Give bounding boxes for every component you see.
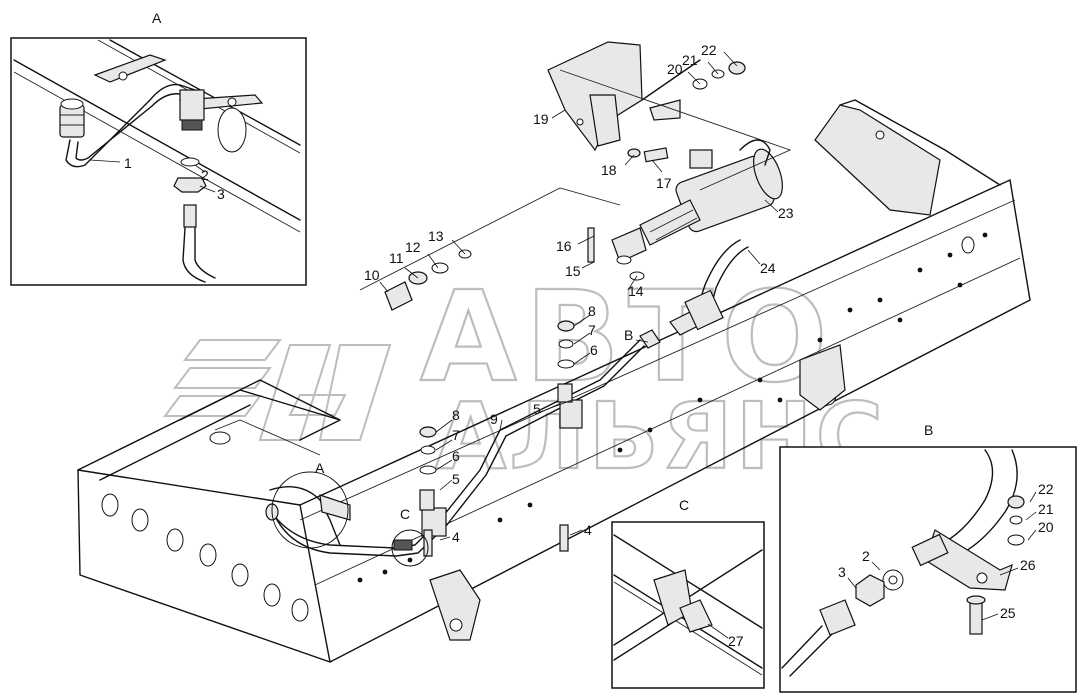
label-12: 12 — [405, 239, 421, 255]
label-8-b: 8 — [588, 303, 596, 319]
label-10: 10 — [364, 267, 380, 283]
label-18: 18 — [601, 162, 617, 178]
callout-c: C — [400, 506, 410, 522]
label-21: 21 — [682, 52, 698, 68]
main-labels: 4 4 5 5 6 6 7 7 8 8 9 10 11 12 13 14 15 … — [364, 42, 794, 545]
label-23: 23 — [778, 205, 794, 221]
main-leaders — [379, 51, 779, 541]
label-7-a: 7 — [452, 427, 460, 443]
watermark-logo — [163, 339, 392, 441]
side-holes — [357, 232, 988, 583]
view-b-label-25: 25 — [1000, 605, 1016, 621]
view-b-label-22: 22 — [1038, 481, 1054, 497]
label-9: 9 — [490, 411, 498, 427]
label-15: 15 — [565, 263, 581, 279]
view-b-panel: B 2 3 20 21 22 25 — [779, 422, 1077, 693]
view-b-label-21: 21 — [1038, 501, 1054, 517]
label-4-a: 4 — [452, 529, 460, 545]
main-callouts: A B C — [271, 327, 649, 567]
label-13: 13 — [428, 228, 444, 244]
label-19: 19 — [533, 111, 549, 127]
view-b-label-2: 2 — [862, 548, 870, 564]
view-a-panel: A 1 2 3 — [10, 10, 307, 286]
view-a-label-1: 1 — [124, 155, 132, 171]
label-20: 20 — [667, 61, 683, 77]
callout-b: B — [624, 327, 633, 343]
label-6-b: 6 — [590, 342, 598, 358]
view-b-label-26: 26 — [1020, 557, 1036, 573]
label-5-a: 5 — [452, 471, 460, 487]
view-b-title: B — [924, 422, 933, 438]
label-6-a: 6 — [452, 448, 460, 464]
callout-a: A — [315, 460, 325, 476]
view-a-label-2: 2 — [201, 167, 209, 183]
label-4-b: 4 — [584, 522, 592, 538]
view-b-label-20: 20 — [1038, 519, 1054, 535]
hardware-stacks — [419, 320, 575, 557]
front-face-holes — [101, 493, 309, 622]
view-c-title: C — [679, 497, 689, 513]
label-24: 24 — [760, 260, 776, 276]
label-17: 17 — [656, 175, 672, 191]
label-11: 11 — [389, 250, 404, 266]
view-c-label-27: 27 — [728, 633, 744, 649]
label-5-b: 5 — [533, 401, 541, 417]
watermark: АВТО АЛЬЯНС — [163, 264, 884, 491]
label-8-a: 8 — [452, 407, 460, 423]
view-a-label-3: 3 — [217, 186, 225, 202]
view-b-label-3: 3 — [838, 564, 846, 580]
view-a-title: A — [152, 10, 162, 26]
label-14: 14 — [628, 283, 644, 299]
label-22: 22 — [701, 42, 717, 58]
clutch-booster — [359, 41, 792, 311]
label-7-b: 7 — [588, 322, 596, 338]
watermark-line1: АВТО — [420, 265, 836, 410]
label-16: 16 — [556, 238, 572, 254]
view-c-panel: C 27 — [611, 497, 765, 689]
